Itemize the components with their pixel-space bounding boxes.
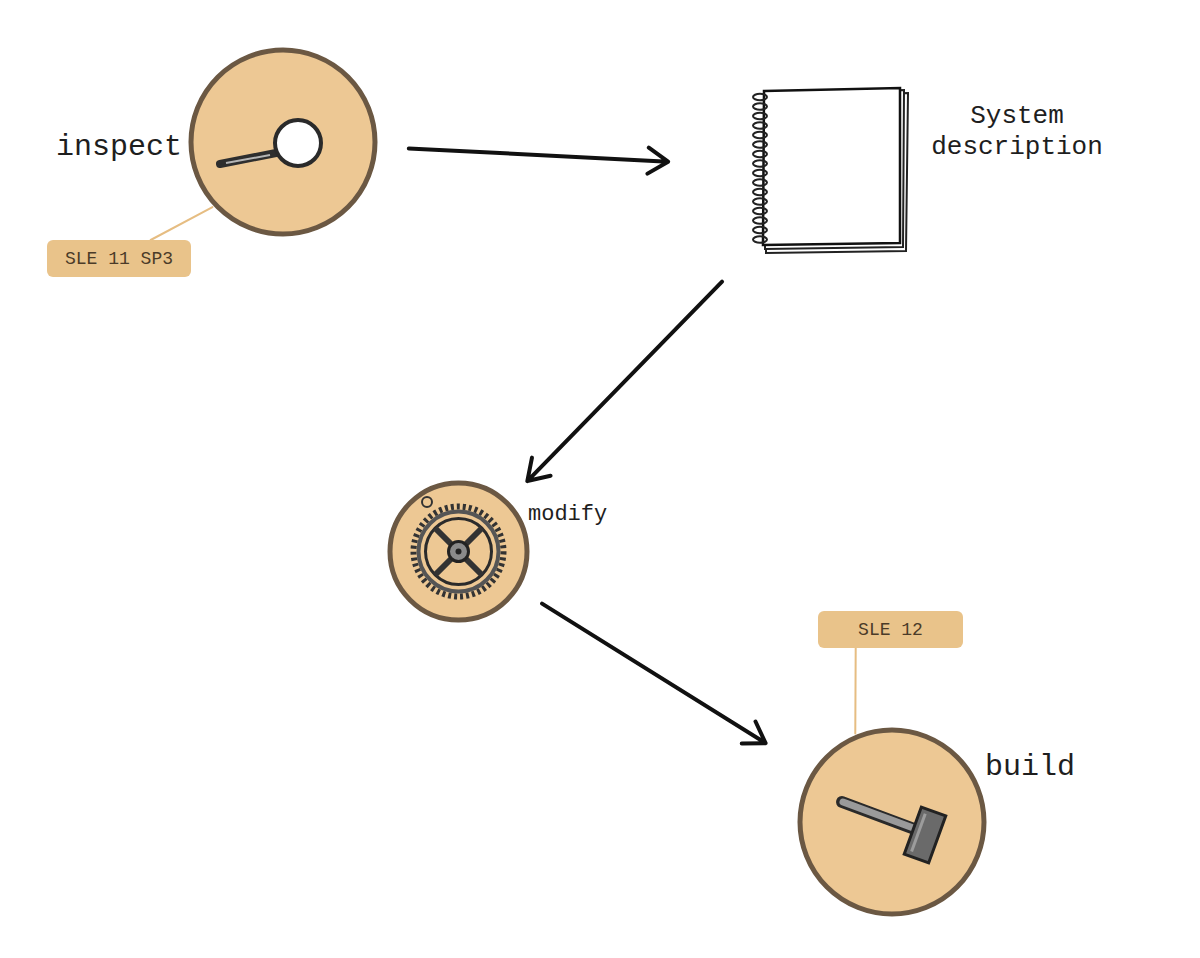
leader-line <box>855 648 856 733</box>
leader-stroke <box>854 648 856 733</box>
node-circle <box>797 727 987 917</box>
node-label: build <box>985 749 1105 785</box>
version-tag: SLE 11 SP3 <box>47 240 191 277</box>
flow-arrow <box>542 604 766 744</box>
version-label: SLE 12 <box>858 620 923 640</box>
node-label: modify <box>528 502 648 528</box>
version-label: SLE 11 SP3 <box>65 249 173 269</box>
node-label: inspect <box>46 129 182 165</box>
node-circle <box>387 480 530 623</box>
node-circle <box>188 47 378 237</box>
notebook: System description <box>750 85 912 255</box>
version-tag: SLE 12 <box>818 611 963 648</box>
inspect-circle: inspect <box>188 47 378 237</box>
node-label: System description <box>922 101 1112 163</box>
leader-stroke <box>151 207 213 240</box>
arrow-line <box>542 604 766 744</box>
notebook-illustration <box>750 85 912 255</box>
modify-circle: modify <box>387 480 530 623</box>
arrow-line <box>409 148 668 174</box>
arrow-line <box>527 282 722 481</box>
flow-arrow <box>527 282 722 481</box>
leader-line <box>151 207 213 240</box>
build-circle: build <box>797 727 987 917</box>
flow-arrow <box>409 148 668 174</box>
